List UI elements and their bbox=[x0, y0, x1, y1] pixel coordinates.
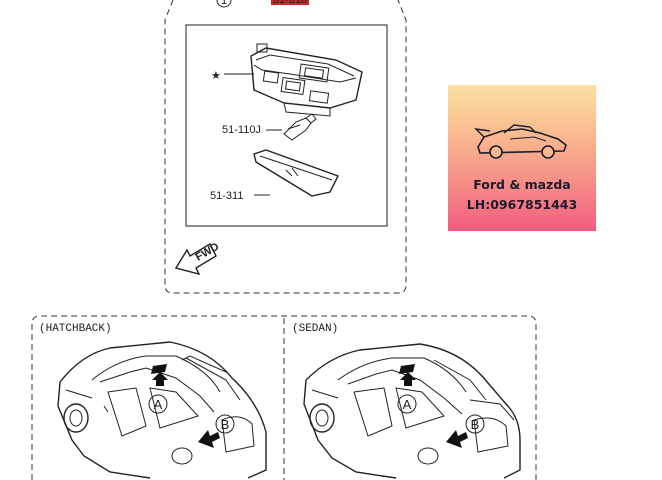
dealer-ad-badge: Ford & mazda LH:0967851443 bbox=[448, 85, 596, 231]
fwd-arrow-icon: FWD bbox=[174, 241, 222, 276]
up-arrow-icon bbox=[152, 372, 168, 386]
marker-a-label: A bbox=[154, 397, 163, 412]
part-ref-top: 51-310 bbox=[273, 0, 307, 6]
index-circle-glyph: 1 bbox=[221, 0, 227, 7]
sedan-panel: (SEDAN) A B bbox=[292, 323, 521, 479]
ad-phone: LH:0967851443 bbox=[466, 197, 578, 212]
bottom-callout: (HATCHBACK) A B bbox=[31, 315, 537, 480]
parts-box bbox=[185, 24, 388, 227]
festoon-bulb bbox=[283, 113, 317, 141]
part-ref-highlight bbox=[271, 0, 309, 5]
top-callout: 1 51-310 ★ 51-110J bbox=[164, 0, 407, 294]
map-lamp-assembly bbox=[250, 43, 363, 117]
marker-b-label: B bbox=[221, 417, 230, 432]
lamp-lens bbox=[253, 149, 339, 197]
up-arrow-icon bbox=[400, 372, 416, 386]
star-marker: ★ bbox=[211, 70, 221, 82]
marker-b-label: B bbox=[471, 417, 480, 432]
sedan-caption: (SEDAN) bbox=[292, 323, 338, 335]
index-circle bbox=[216, 0, 232, 8]
bulb-part-label: 51-110J bbox=[222, 124, 261, 136]
sports-car-icon bbox=[474, 124, 567, 159]
ad-title: Ford & mazda bbox=[473, 177, 571, 192]
marker-a-circle bbox=[148, 394, 168, 414]
marker-a-label: A bbox=[403, 397, 412, 412]
marker-b-circle bbox=[465, 414, 485, 434]
fwd-text: FWD bbox=[194, 241, 222, 264]
hatchback-car bbox=[57, 341, 267, 479]
pointer-arrow-icon bbox=[446, 430, 468, 448]
hatchback-panel: (HATCHBACK) A B bbox=[39, 323, 267, 479]
marker-b-circle bbox=[215, 414, 235, 434]
lens-part-label: 51-311 bbox=[210, 190, 243, 202]
marker-a-circle bbox=[397, 394, 417, 414]
hatchback-caption: (HATCHBACK) bbox=[39, 323, 112, 335]
lamp-location-marker bbox=[151, 364, 167, 374]
pointer-arrow-icon bbox=[198, 430, 220, 448]
lamp-location-marker bbox=[399, 364, 415, 374]
sedan-car bbox=[303, 343, 521, 479]
